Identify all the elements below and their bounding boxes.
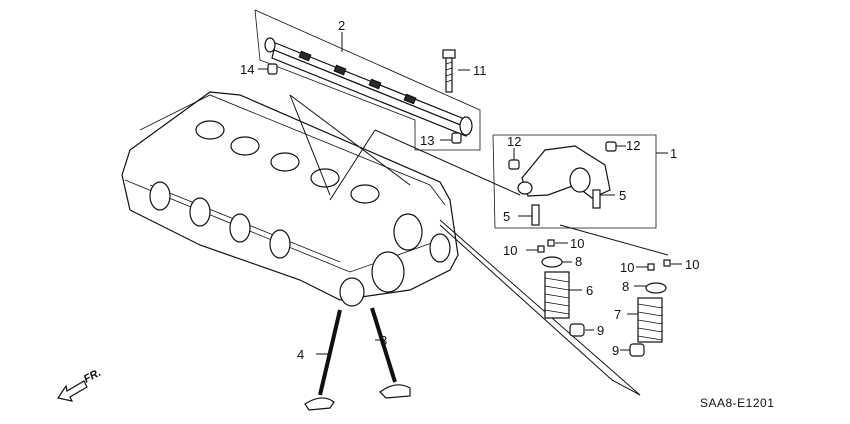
callout-9-left: 9: [597, 323, 604, 338]
callout-14: 14: [240, 62, 254, 77]
valve-3[interactable]: 3: [370, 307, 411, 399]
retainer-8-left[interactable]: [541, 256, 572, 268]
callout-5-right: 5: [619, 188, 626, 203]
callout-7: 7: [614, 307, 621, 322]
callout-10-c: 10: [620, 260, 634, 275]
plug-14[interactable]: 14: [240, 62, 278, 77]
callout-8-left: 8: [575, 254, 582, 269]
callout-5-left: 5: [503, 209, 510, 224]
rocker-arm-group: 1 12 12 5 5: [492, 134, 677, 229]
callout-12-left: 12: [507, 134, 521, 149]
callout-10-a: 10: [503, 243, 517, 258]
valve-spring-7[interactable]: [627, 297, 663, 343]
valve-4[interactable]: 4: [297, 309, 342, 411]
cotter-10-right-b[interactable]: [663, 259, 682, 267]
callout-8-right: 8: [622, 279, 629, 294]
callout-4: 4: [297, 347, 304, 362]
rocker-arm-frame: [492, 134, 657, 229]
callout-1: 1: [670, 146, 677, 161]
front-direction-arrow: FR.: [57, 367, 103, 402]
adjusting-screw-12-right[interactable]: [605, 141, 626, 152]
rocker-shaft[interactable]: [264, 37, 473, 137]
cotter-10-left-b[interactable]: [547, 239, 568, 247]
rocker-shaft-group: 2: [254, 9, 481, 151]
callout-10-b: 10: [570, 236, 584, 251]
bolt-11[interactable]: 11: [442, 49, 487, 93]
diagram-code: SAA8-E1201: [700, 396, 774, 410]
rocker-arm[interactable]: [517, 145, 611, 199]
retainer-8-right[interactable]: [634, 282, 667, 294]
callout-2: 2: [338, 18, 345, 33]
cylinder-head[interactable]: [121, 91, 459, 307]
spring-5-left[interactable]: [518, 204, 540, 226]
callout-9-right: 9: [612, 343, 619, 358]
front-label: FR.: [82, 367, 103, 386]
cotter-10-right-a[interactable]: [636, 263, 655, 271]
valve-spring-6[interactable]: [544, 271, 582, 319]
cotter-10-left-a[interactable]: [526, 245, 545, 253]
guide-lines: [289, 94, 669, 396]
callout-10-d: 10: [685, 257, 699, 272]
callout-13: 13: [420, 133, 434, 148]
callout-3: 3: [380, 333, 387, 348]
callout-6: 6: [586, 283, 593, 298]
adjusting-screw-12-left[interactable]: [508, 148, 520, 170]
seal-9-left[interactable]: [569, 323, 594, 337]
seal-9-right[interactable]: [620, 343, 645, 357]
callout-12-right: 12: [626, 138, 640, 153]
rocker-shaft-frame: [254, 9, 481, 151]
nut-13[interactable]: 13: [420, 132, 462, 148]
callout-11: 11: [473, 63, 487, 78]
spring-5-right[interactable]: [592, 189, 615, 209]
